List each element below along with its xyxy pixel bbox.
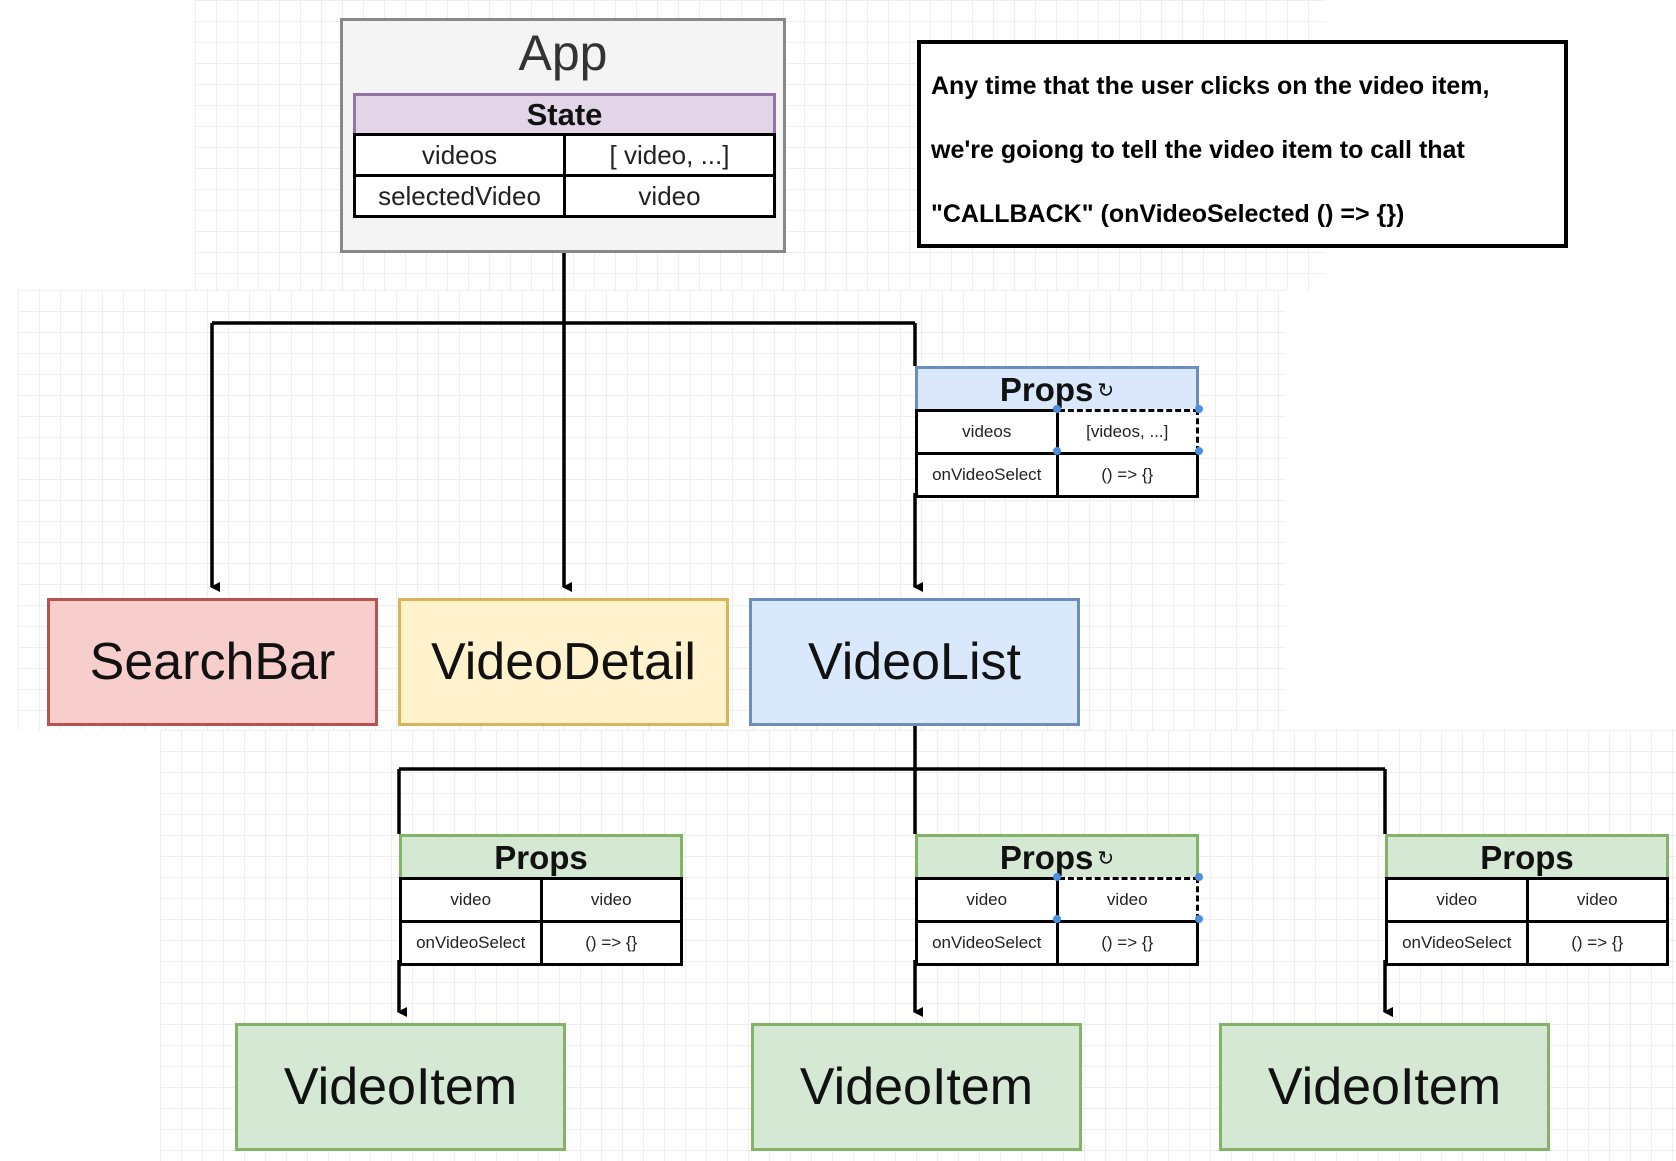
selection-handle[interactable] — [1053, 447, 1061, 455]
selection-handle[interactable] — [1195, 915, 1203, 923]
props-value: video — [539, 877, 683, 923]
videolist-props: Props↻ videos [videos, ...] onVideoSelec… — [915, 366, 1203, 498]
props-value: () => {} — [1055, 920, 1199, 966]
state-value: [ video, ...] — [563, 133, 776, 177]
app-title: App — [518, 25, 608, 81]
props-title: Props — [999, 371, 1094, 408]
props-key: onVideoSelect — [915, 920, 1059, 966]
selection-handle[interactable] — [1195, 405, 1203, 413]
callout-note: Any time that the user clicks on the vid… — [917, 40, 1568, 248]
selection-handle[interactable] — [1195, 873, 1203, 881]
selection-handle[interactable] — [1195, 447, 1203, 455]
state-key: videos — [353, 133, 566, 177]
props-value: () => {} — [1525, 920, 1669, 966]
props-value: video — [1525, 877, 1669, 923]
videodetail-component: VideoDetail — [398, 598, 729, 726]
props-row: video video — [399, 877, 683, 923]
props-title: Props — [399, 834, 683, 877]
props-table: video video onVideoSelect () => {} — [1385, 877, 1669, 966]
props-key: onVideoSelect — [915, 452, 1059, 498]
props-key: video — [1385, 877, 1529, 923]
state-row: selectedVideo video — [353, 174, 776, 218]
videolist-component: VideoList — [749, 598, 1080, 726]
app-component: App State videos [ video, ...] selectedV… — [340, 18, 786, 253]
props-table: videos [videos, ...] onVideoSelect () =>… — [915, 409, 1199, 498]
selection-handle[interactable] — [1053, 873, 1061, 881]
props-header: Props↻ — [915, 834, 1199, 877]
props-title: Props — [999, 839, 1094, 876]
state-table: videos [ video, ...] selectedVideo video — [353, 133, 776, 218]
props-table: video video onVideoSelect () => {} — [399, 877, 683, 966]
props-key: video — [915, 877, 1059, 923]
callout-line: we're goiong to tell the video item to c… — [931, 136, 1465, 164]
videoitem-props-3: Props video video onVideoSelect () => {} — [1385, 834, 1669, 966]
selection-handle[interactable] — [1053, 915, 1061, 923]
props-key: video — [399, 877, 543, 923]
props-table: video video onVideoSelect () => {} — [915, 877, 1199, 966]
callout-line: Any time that the user clicks on the vid… — [931, 72, 1490, 100]
props-row: video video — [1385, 877, 1669, 923]
videoitem-component-1: VideoItem — [235, 1023, 566, 1151]
props-value: [videos, ...] — [1055, 409, 1199, 455]
props-title: Props — [1385, 834, 1669, 877]
callout-line: "CALLBACK" (onVideoSelected () => {}) — [931, 200, 1405, 228]
state-row: videos [ video, ...] — [353, 133, 776, 177]
props-value: () => {} — [539, 920, 683, 966]
videoitem-props-1: Props video video onVideoSelect () => {} — [399, 834, 683, 966]
state-value: video — [563, 174, 776, 218]
props-row: onVideoSelect () => {} — [915, 920, 1199, 966]
searchbar-component: SearchBar — [47, 598, 378, 726]
props-value: video — [1055, 877, 1199, 923]
state-header: State — [353, 93, 776, 133]
refresh-icon: ↻ — [1097, 848, 1115, 870]
videoitem-props-2: Props↻ video video onVideoSelect () => {… — [915, 834, 1203, 966]
refresh-icon: ↻ — [1097, 380, 1115, 402]
state-key: selectedVideo — [353, 174, 566, 218]
props-row: onVideoSelect () => {} — [399, 920, 683, 966]
state-panel: State videos [ video, ...] selectedVideo… — [353, 93, 776, 218]
props-key: onVideoSelect — [1385, 920, 1529, 966]
props-row: video video — [915, 877, 1199, 923]
props-header: Props↻ — [915, 366, 1199, 409]
props-value: () => {} — [1055, 452, 1199, 498]
props-key: onVideoSelect — [399, 920, 543, 966]
props-row: onVideoSelect () => {} — [915, 452, 1199, 498]
selection-handle[interactable] — [1053, 405, 1061, 413]
props-key: videos — [915, 409, 1059, 455]
props-row: videos [videos, ...] — [915, 409, 1199, 455]
videoitem-component-3: VideoItem — [1219, 1023, 1550, 1151]
props-row: onVideoSelect () => {} — [1385, 920, 1669, 966]
videoitem-component-2: VideoItem — [751, 1023, 1082, 1151]
